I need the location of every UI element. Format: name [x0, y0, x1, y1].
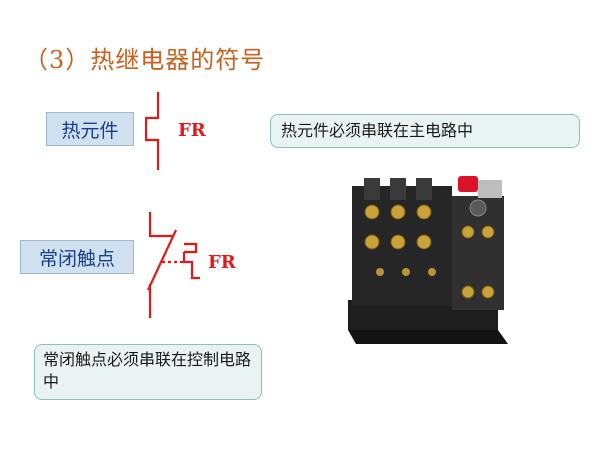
thermal-element-label: 热元件 — [46, 112, 134, 146]
fr-contact-symbol-label: FR — [208, 252, 236, 273]
thermal-note: 热元件必须串联在主电路中 — [270, 114, 580, 148]
thermal-element-symbol — [144, 92, 160, 170]
thermal-relay-image — [348, 176, 508, 344]
nc-contact-label: 常闭触点 — [20, 240, 134, 274]
contact-note: 常闭触点必须串联在控制电路中 — [34, 344, 262, 400]
nc-contact-symbol — [147, 212, 200, 318]
page-title: （3）热继电器的符号 — [24, 46, 266, 74]
fr-thermal-symbol-label: FR — [178, 120, 206, 141]
